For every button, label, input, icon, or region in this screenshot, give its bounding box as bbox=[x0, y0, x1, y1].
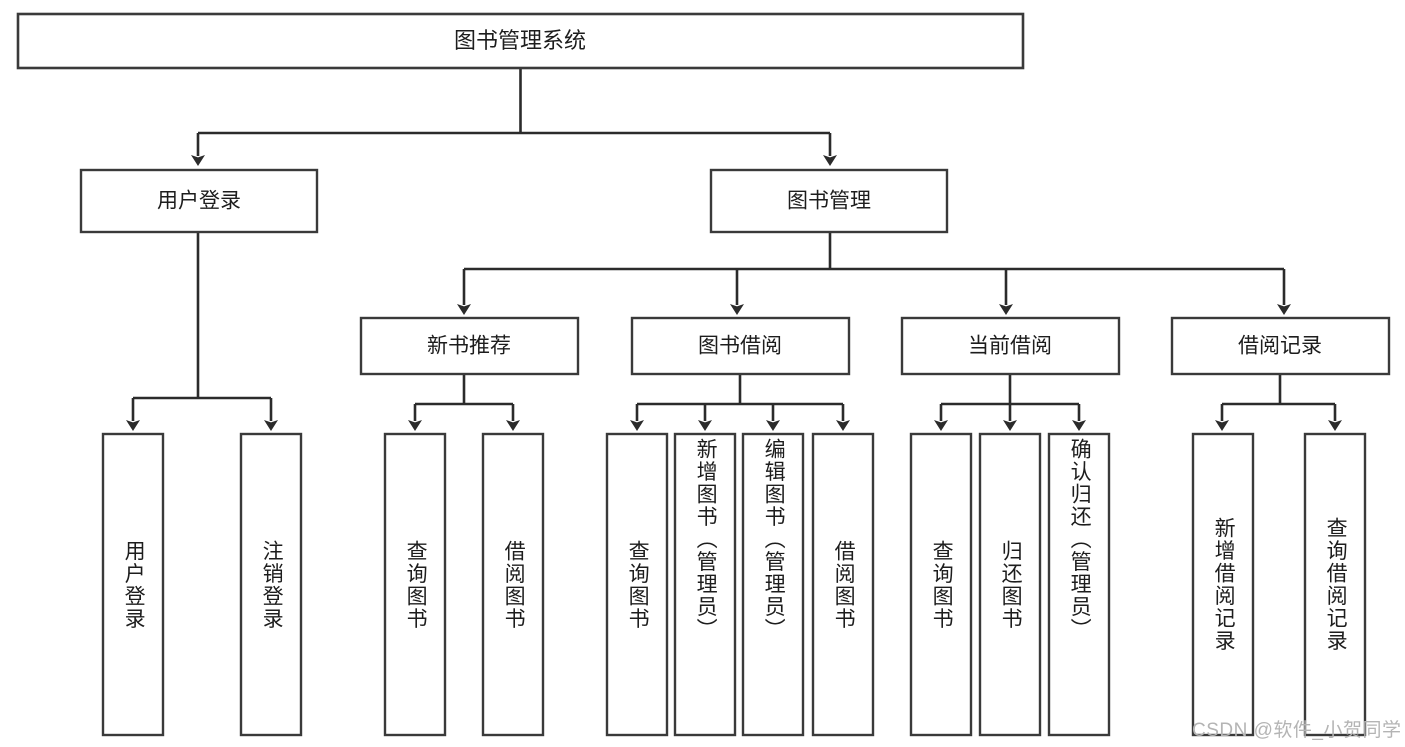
csdn-watermark: CSDN @软件_小贺同学 bbox=[1192, 720, 1402, 741]
node-leaf-add-book-admin[interactable] bbox=[673, 432, 737, 737]
node-leaf-query-borrow-record[interactable] bbox=[1303, 432, 1367, 737]
node-leaf-edit-book-admin[interactable] bbox=[741, 432, 805, 737]
node-book-borrowing[interactable] bbox=[630, 316, 851, 376]
node-leaf-confirm-return-admin[interactable] bbox=[1047, 432, 1111, 737]
node-current-borrowing[interactable] bbox=[900, 316, 1121, 376]
node-user-login[interactable] bbox=[79, 168, 319, 234]
node-leaf-logout[interactable] bbox=[239, 432, 303, 737]
node-new-book-recommendation[interactable] bbox=[359, 316, 580, 376]
node-leaf-add-borrow-record[interactable] bbox=[1191, 432, 1255, 737]
node-new-book-recommendation-label: 新书推荐 bbox=[427, 335, 511, 358]
node-book-borrowing-label: 图书借阅 bbox=[698, 335, 782, 358]
node-borrow-records[interactable] bbox=[1170, 316, 1391, 376]
node-leaf-return-books[interactable] bbox=[978, 432, 1042, 737]
node-leaf-query-books-current[interactable] bbox=[909, 432, 973, 737]
edges-layer bbox=[126, 68, 1342, 431]
node-leaf-user-login[interactable] bbox=[101, 432, 165, 737]
node-borrow-records-label: 借阅记录 bbox=[1238, 335, 1322, 358]
node-root-label: 图书管理系统 bbox=[454, 28, 586, 53]
node-book-management[interactable] bbox=[709, 168, 949, 234]
node-current-borrowing-label: 当前借阅 bbox=[968, 335, 1052, 358]
node-book-management-label: 图书管理 bbox=[787, 190, 871, 213]
node-leaf-borrow-books[interactable] bbox=[811, 432, 875, 737]
node-root-book-management-system[interactable] bbox=[16, 12, 1025, 70]
node-leaf-query-books-newbook[interactable] bbox=[383, 432, 447, 737]
node-leaf-borrow-books-newbook[interactable] bbox=[481, 432, 545, 737]
nodes-layer: 图书管理系统 用户登录 图书管理 新书推荐 图书借阅 当前借阅 借阅记录 bbox=[16, 12, 1391, 737]
node-user-login-label: 用户登录 bbox=[157, 190, 241, 213]
node-leaf-query-books-borrow[interactable] bbox=[605, 432, 669, 737]
